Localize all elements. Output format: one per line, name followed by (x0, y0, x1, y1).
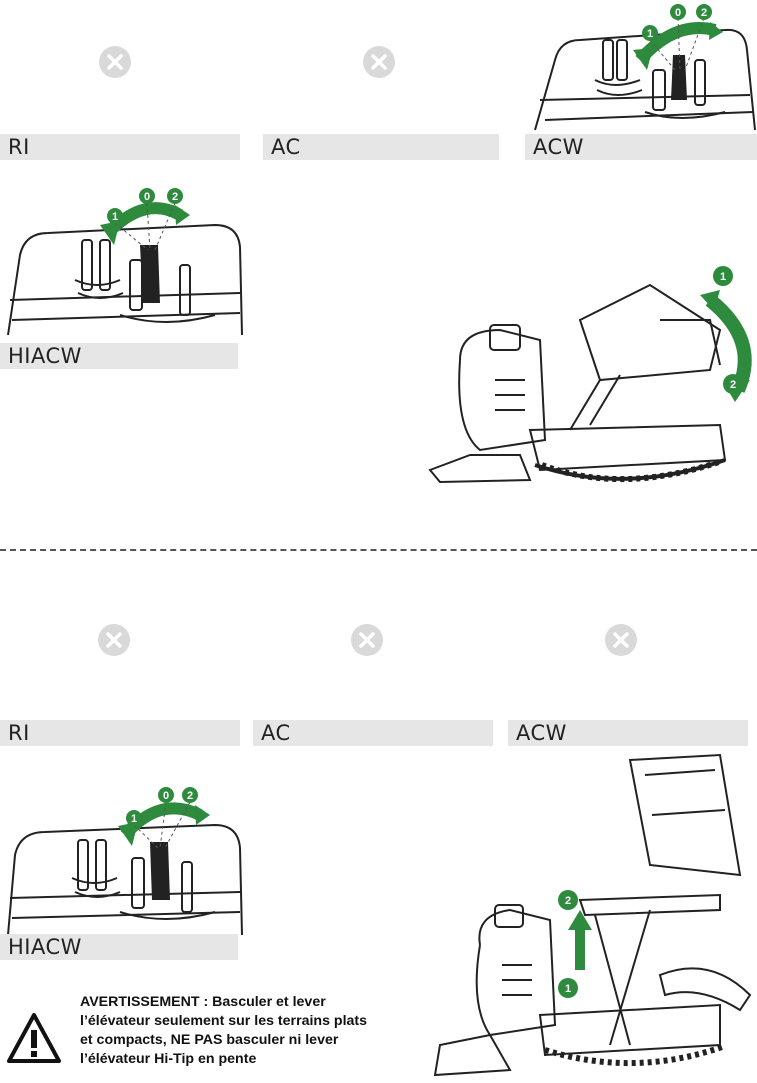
label-hiacw: HIACW (0, 343, 238, 369)
warning-text: AVERTISSEMENT : Basculer et lever l’élév… (80, 993, 380, 1069)
lift-marker-1: 1 (565, 983, 571, 995)
hi-tip-dumper-illustration: 2 1 (420, 745, 757, 1083)
lever-position-0: 0 (675, 7, 681, 19)
x-circle-icon (604, 623, 638, 657)
lever-position-1: 1 (131, 813, 137, 825)
lever-position-2: 2 (187, 790, 193, 802)
lever-position-0: 0 (163, 790, 169, 802)
label-ac: AC (263, 134, 499, 160)
x-circle-icon (350, 623, 384, 657)
control-panel-illustration: 1 0 2 (0, 185, 245, 340)
section-divider (0, 549, 757, 551)
lever-position-0: 0 (144, 191, 150, 203)
control-panel-illustration: 1 0 2 (0, 780, 245, 938)
lever-position-1: 1 (112, 211, 118, 223)
lever-position-2: 2 (172, 191, 178, 203)
dumper-machine-illustration: 1 2 (420, 260, 757, 500)
label-ri: RI (0, 134, 240, 160)
x-circle-icon (97, 623, 131, 657)
label-ac: AC (253, 720, 493, 746)
lever-position-2: 2 (701, 7, 707, 19)
lever-position-1: 1 (647, 28, 653, 40)
label-ri: RI (0, 720, 240, 746)
lift-marker-2: 2 (565, 895, 571, 907)
control-panel-illustration: 1 0 2 (525, 0, 757, 135)
x-circle-icon (98, 45, 132, 79)
label-hiacw: HIACW (0, 934, 238, 960)
label-acw: ACW (508, 720, 748, 746)
warning-triangle-icon (6, 1012, 62, 1064)
label-acw: ACW (525, 134, 757, 160)
dump-marker-1: 1 (720, 271, 726, 283)
x-circle-icon (362, 45, 396, 79)
dump-marker-2: 2 (730, 379, 736, 391)
